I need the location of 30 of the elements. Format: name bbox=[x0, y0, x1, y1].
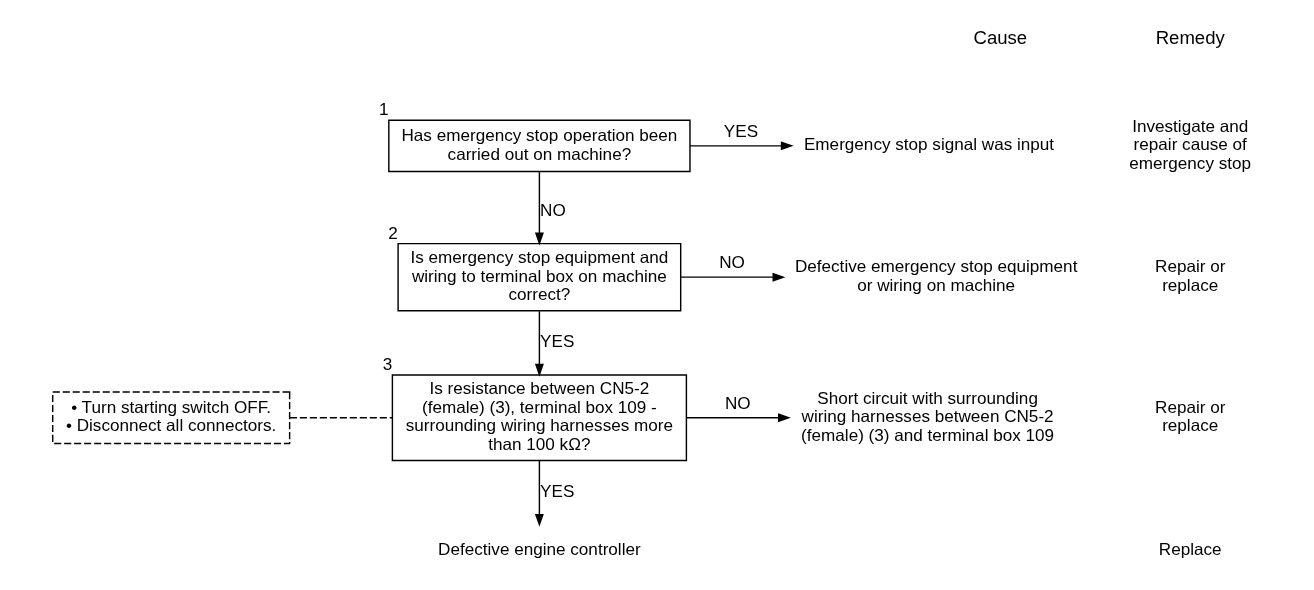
arrow bbox=[679, 272, 785, 282]
arrow bbox=[534, 310, 544, 377]
arrow bbox=[534, 171, 544, 246]
label: Repair or replace bbox=[1154, 397, 1225, 436]
edge-label: YES bbox=[539, 332, 574, 352]
edge-label: YES bbox=[723, 121, 758, 141]
label: Repair or replace bbox=[1154, 257, 1225, 295]
edge-label: NO bbox=[724, 393, 751, 413]
node-label: 3 bbox=[382, 355, 392, 375]
node-text: Defective emergency stop equipment or wiring on machine bbox=[794, 257, 1077, 295]
label: Remedy bbox=[1155, 27, 1225, 49]
connector bbox=[288, 417, 393, 419]
arrow bbox=[534, 459, 544, 527]
node-box: Has emergency stop operation been carried out on machine? bbox=[387, 119, 691, 173]
node-text: Defective engine controller bbox=[437, 539, 641, 559]
node-box: • Turn starting switch OFF. • Disconnect all connectors. bbox=[51, 391, 290, 445]
label: Cause bbox=[973, 27, 1027, 49]
edge-label: NO bbox=[718, 253, 745, 273]
edge-label: YES bbox=[539, 482, 574, 502]
label: Replace bbox=[1158, 539, 1222, 559]
node-text: Emergency stop signal was input bbox=[803, 135, 1054, 155]
node-label: 1 bbox=[378, 100, 389, 120]
label: Investigate and repair cause of emergency stop bbox=[1128, 116, 1251, 173]
node-box: Is emergency stop equipment and wiring to terminal box on machine correct? bbox=[396, 242, 681, 312]
arrow bbox=[688, 141, 794, 151]
edge-label: NO bbox=[539, 200, 566, 220]
node-label: 2 bbox=[387, 223, 398, 243]
node-text: Short circuit with surrounding wiring harnesses between CN5-2 (female) (3) and terminal box 109 bbox=[800, 388, 1054, 445]
arrow bbox=[685, 413, 791, 423]
node-box: Is resistance between CN5-2 (female) (3), terminal box 109 - surrounding wiring harnesses more than 100 kΩ? bbox=[391, 374, 687, 462]
